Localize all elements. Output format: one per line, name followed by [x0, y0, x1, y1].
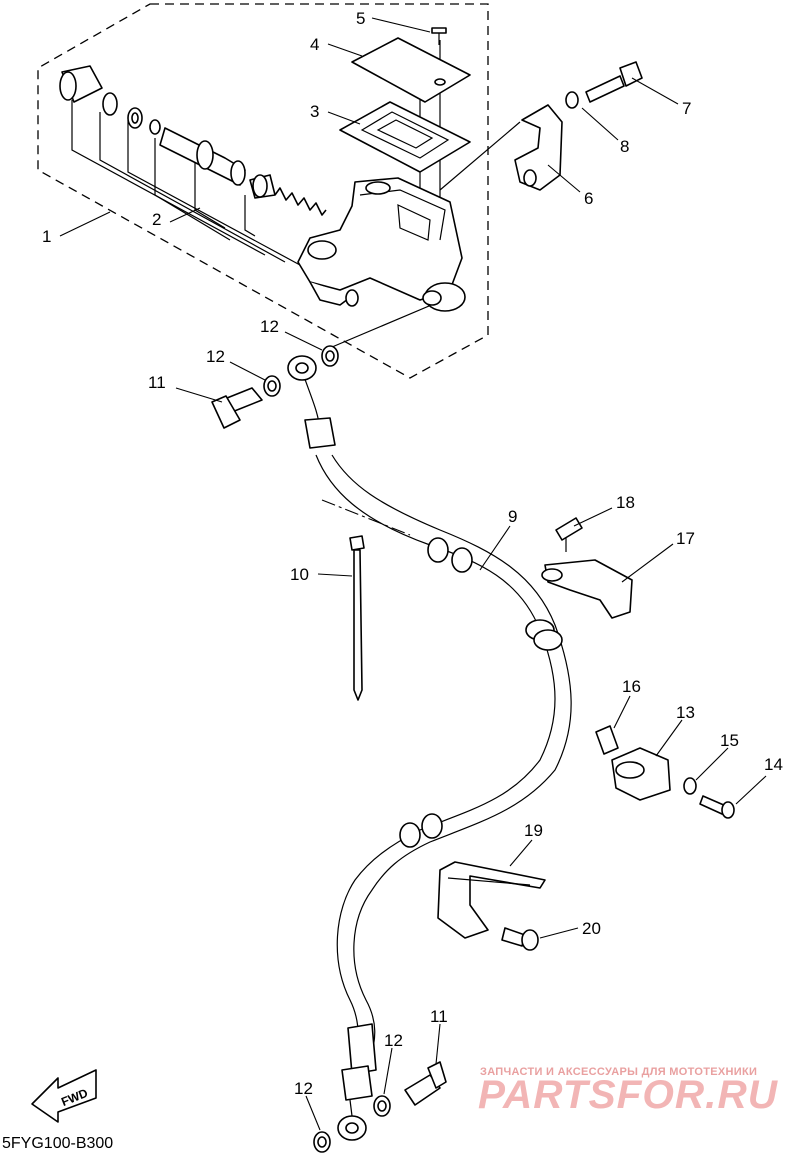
- watermark-tagline: ЗАПЧАСТИ И АКСЕССУАРЫ ДЛЯ МОТОТЕХНИКИ: [480, 1066, 757, 1078]
- callout-17: 17: [676, 529, 695, 548]
- forward-arrow-icon: FWD: [31, 1069, 97, 1123]
- callout-15: 15: [720, 731, 739, 750]
- piston-components: [59, 65, 327, 216]
- callout-14: 14: [764, 755, 783, 774]
- callout-16: 16: [622, 677, 641, 696]
- holder: [514, 104, 563, 191]
- holder-parts: [514, 61, 643, 191]
- clamp-bolt: [555, 517, 583, 541]
- callout-12-d: 12: [294, 1079, 313, 1098]
- holder-bolt: [585, 75, 625, 103]
- callout-11-upper: 11: [148, 373, 166, 392]
- callout-13: 13: [676, 703, 695, 722]
- callout-12-b: 12: [260, 317, 279, 336]
- diagram-code: 5FYG100-B300: [2, 1135, 113, 1152]
- callout-labels: 1 2 3 4 5 6 7 8 9 10 11 11 12 12 12 12 1…: [42, 9, 783, 1098]
- callout-8: 8: [620, 137, 629, 156]
- callout-2: 2: [152, 210, 161, 229]
- master-cylinder-assembly-boundary: [37, 3, 489, 379]
- callout-11-lower: 11: [430, 1007, 448, 1026]
- watermark: ЗАПЧАСТИ И АКСЕССУАРЫ ДЛЯ МОТОТЕХНИКИ PA…: [478, 1066, 778, 1117]
- return-spring: [274, 187, 327, 216]
- diaphragm: [339, 101, 471, 173]
- union-bolts-and-washers: [211, 345, 447, 1153]
- reservoir-cap-parts: [339, 27, 471, 173]
- callout-20: 20: [582, 919, 601, 938]
- cable-tie: [349, 535, 365, 701]
- callout-9: 9: [508, 507, 517, 526]
- hose-holder-parts: [595, 725, 735, 819]
- cap-screw: [431, 27, 447, 34]
- callout-1: 1: [42, 227, 51, 246]
- callout-3: 3: [310, 102, 319, 121]
- callout-5: 5: [356, 9, 365, 28]
- hose-clamp-upper: [541, 517, 633, 619]
- o-ring: [149, 119, 161, 135]
- hose-bracket: [437, 861, 546, 939]
- holder-washer: [565, 91, 579, 109]
- callout-7: 7: [682, 99, 691, 118]
- callout-12-a: 12: [206, 347, 225, 366]
- hose-bracket-parts: [437, 861, 546, 951]
- callout-4: 4: [310, 35, 319, 54]
- master-cylinder-body: [297, 177, 466, 312]
- callout-leaders: [59, 17, 767, 1131]
- callout-10: 10: [290, 565, 309, 584]
- union-bolt-lower: [404, 1074, 441, 1106]
- reservoir-cap: [351, 37, 471, 103]
- holder-washer-15: [683, 777, 697, 795]
- brake-hose: [287, 355, 572, 1141]
- centre-line: [321, 499, 411, 536]
- watermark-brand: PARTSFOR.RU: [478, 1073, 778, 1117]
- callout-12-c: 12: [384, 1031, 403, 1050]
- callout-19: 19: [524, 821, 543, 840]
- circlip: [102, 92, 118, 116]
- bracket-bolt: [501, 927, 526, 947]
- collar: [595, 725, 619, 755]
- callout-6: 6: [584, 189, 593, 208]
- callout-18: 18: [616, 493, 635, 512]
